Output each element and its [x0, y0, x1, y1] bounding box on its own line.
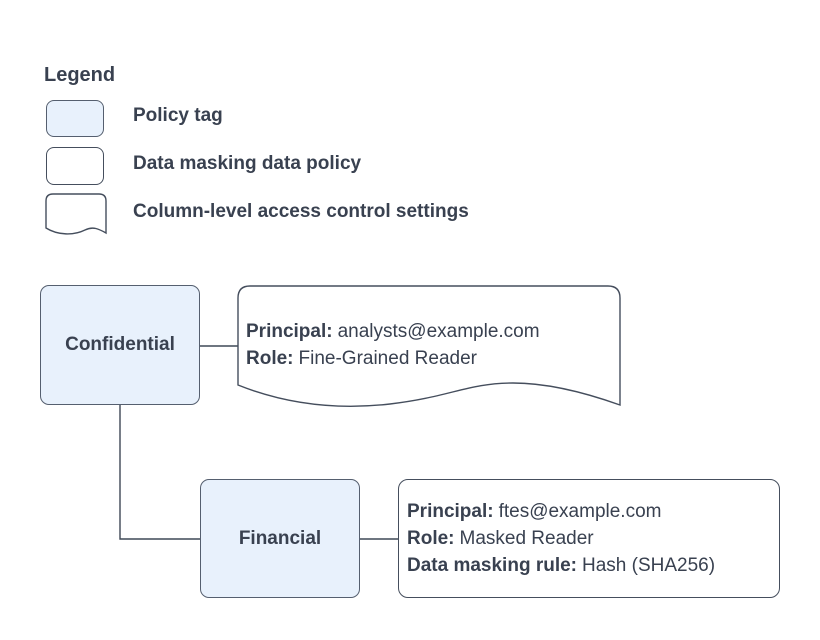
settings-line-principal: Principal:analysts@example.com [246, 318, 540, 345]
principal-label: Principal: [407, 501, 494, 522]
legend-swatch-policy-tag [46, 100, 104, 137]
role-value: Fine-Grained Reader [298, 348, 477, 369]
policy-line-principal: Principal:ftes@example.com [407, 498, 779, 525]
policy-line-role: Role:Masked Reader [407, 525, 779, 552]
node-financial: Financial [200, 479, 360, 598]
principal-value: analysts@example.com [337, 321, 540, 342]
legend-label-column-access: Column-level access control settings [133, 201, 469, 222]
legend-label-policy-tag: Policy tag [133, 105, 223, 126]
principal-label: Principal: [246, 321, 333, 342]
masking-rule-label: Data masking rule: [407, 555, 577, 576]
role-label: Role: [246, 348, 294, 369]
column-access-settings-text: Principal:analysts@example.com Role:Fine… [246, 318, 540, 372]
data-masking-policy-box: Principal:ftes@example.com Role:Masked R… [398, 479, 780, 598]
policy-line-masking-rule: Data masking rule:Hash (SHA256) [407, 552, 779, 579]
connector-confidential-to-financial [119, 405, 200, 540]
node-financial-label: Financial [238, 527, 322, 549]
masking-rule-value: Hash (SHA256) [582, 555, 716, 576]
role-value: Masked Reader [459, 528, 594, 549]
legend-title: Legend [44, 64, 116, 86]
legend-swatch-data-masking-policy [46, 147, 104, 185]
legend-label-data-masking-policy: Data masking data policy [133, 153, 362, 174]
node-confidential-label: Confidential [65, 334, 175, 355]
column-access-settings-document-shape [237, 285, 621, 407]
settings-line-role: Role:Fine-Grained Reader [246, 345, 540, 372]
node-confidential: Confidential [40, 285, 200, 405]
principal-value: ftes@example.com [498, 501, 662, 522]
role-label: Role: [407, 528, 455, 549]
